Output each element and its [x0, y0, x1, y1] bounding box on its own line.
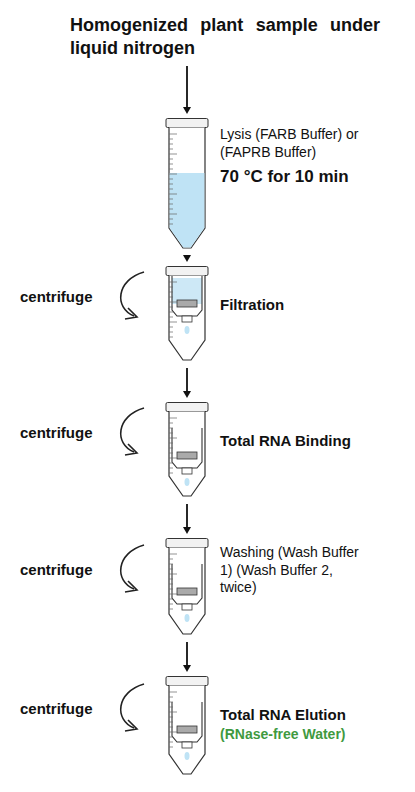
- flow-arrow: [183, 504, 191, 534]
- tube-step: Filtration: [164, 266, 210, 362]
- step-text: Total RNA Binding: [220, 432, 410, 451]
- tube-illustration: [164, 676, 210, 776]
- step-text: 70 °C for 10 min: [220, 166, 410, 187]
- tube-step: Total RNA Elution(RNase-free Water): [164, 676, 210, 776]
- step-text: (RNase-free Water): [220, 726, 410, 744]
- title-step: Homogenized plant sample under liquid ni…: [70, 14, 380, 60]
- tube-illustration: [164, 402, 210, 498]
- rotation-arrow: [121, 272, 144, 319]
- step-text: Lysis (FARB Buffer) or (FAPRB Buffer): [220, 126, 370, 161]
- step-text: Filtration: [220, 296, 370, 315]
- rotation-arrow: [121, 545, 144, 592]
- rotation-arrow: [121, 684, 144, 731]
- step-text: Washing (Wash Buffer 1) (Wash Buffer 2, …: [220, 544, 368, 597]
- tube-illustration: [164, 118, 210, 250]
- title-text: Homogenized plant sample under liquid ni…: [70, 14, 380, 60]
- centrifuge-label: centrifuge: [20, 700, 93, 717]
- tube-illustration: [164, 266, 210, 362]
- centrifuge-label: centrifuge: [20, 288, 93, 305]
- tube-step: Lysis (FARB Buffer) or (FAPRB Buffer)70 …: [164, 118, 210, 250]
- flow-arrow: [183, 642, 191, 672]
- centrifuge-label: centrifuge: [20, 424, 93, 441]
- flow-arrow: [183, 368, 191, 398]
- flow-arrow: [183, 255, 191, 262]
- flow-arrow: [183, 66, 191, 114]
- rotation-arrow: [121, 408, 144, 455]
- tube-step: Total RNA Binding: [164, 402, 210, 498]
- tube-illustration: [164, 538, 210, 636]
- step-text: Total RNA Elution: [220, 706, 410, 725]
- tube-step: Washing (Wash Buffer 1) (Wash Buffer 2, …: [164, 538, 210, 636]
- centrifuge-label: centrifuge: [20, 561, 93, 578]
